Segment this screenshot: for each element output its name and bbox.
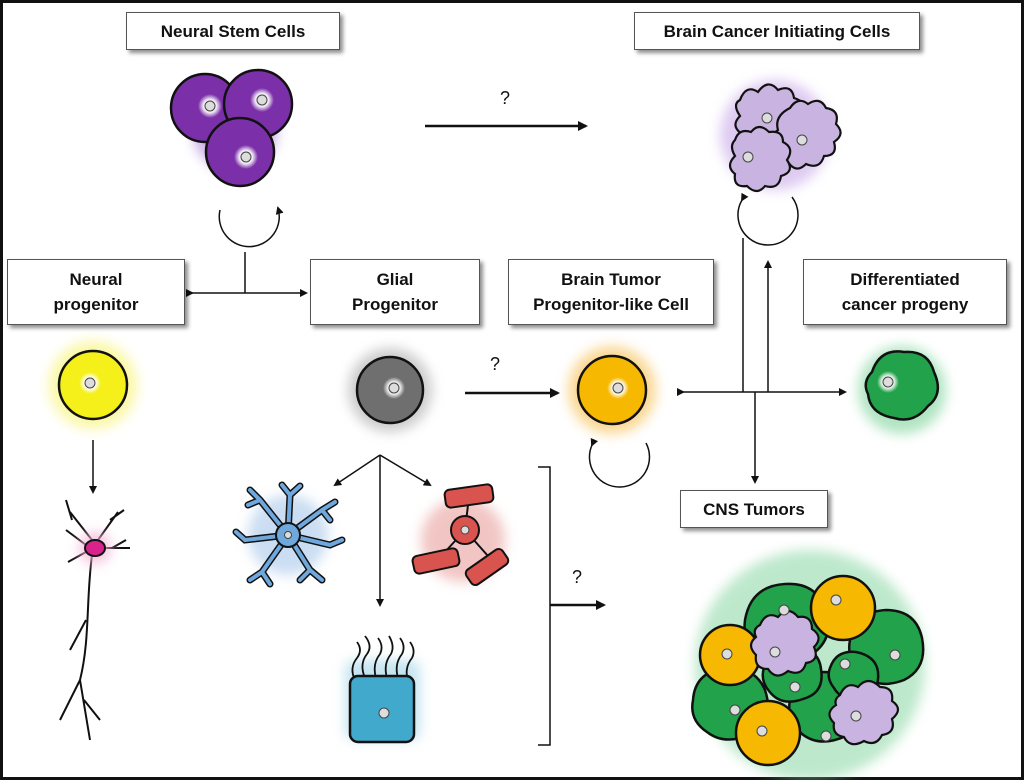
- label-brain-tumor-progenitor: Brain Tumor Progenitor-like Cell: [508, 259, 714, 325]
- label-cns-tumors: CNS Tumors: [680, 490, 828, 528]
- brain-cancer-initiating-cells-cluster: [720, 80, 842, 193]
- tumor-self-renewal-arrow: [588, 437, 651, 488]
- question-glial-to-tumor: ?: [490, 354, 501, 374]
- glial-bracket: [538, 466, 551, 746]
- question-glia-to-cns: ?: [572, 567, 583, 587]
- glial-to-oligodendrocyte-arrow: [379, 454, 432, 487]
- cancer-self-renewal-arrow: [737, 192, 799, 246]
- neural-progenitor-cell: [49, 341, 137, 429]
- neuron-cell: [59, 499, 130, 741]
- oligodendrocyte-cell: [411, 483, 510, 587]
- cns-tumor-mass: [691, 550, 925, 780]
- label-brain-cancer-initiating-cells: Brain Cancer Initiating Cells: [634, 12, 920, 50]
- glial-progenitor-cell: [348, 348, 432, 432]
- differentiated-progeny-cell: [858, 346, 946, 434]
- label-glial-progenitor: Glial Progenitor: [310, 259, 480, 325]
- ependymal-cell: [345, 635, 420, 744]
- label-neural-stem-cells: Neural Stem Cells: [126, 12, 340, 50]
- stem-self-renewal-arrow: [218, 206, 284, 248]
- label-neural-progenitor: Neural progenitor: [7, 259, 185, 325]
- glial-to-astrocyte-arrow: [333, 454, 381, 487]
- astrocyte-cell: [232, 481, 346, 588]
- question-stem-to-cancer: ?: [500, 88, 511, 108]
- neural-stem-cells-cluster: [169, 68, 294, 188]
- label-differentiated-cancer-progeny: Differentiated cancer progeny: [803, 259, 1007, 325]
- brain-tumor-progenitor-cell: [568, 346, 656, 434]
